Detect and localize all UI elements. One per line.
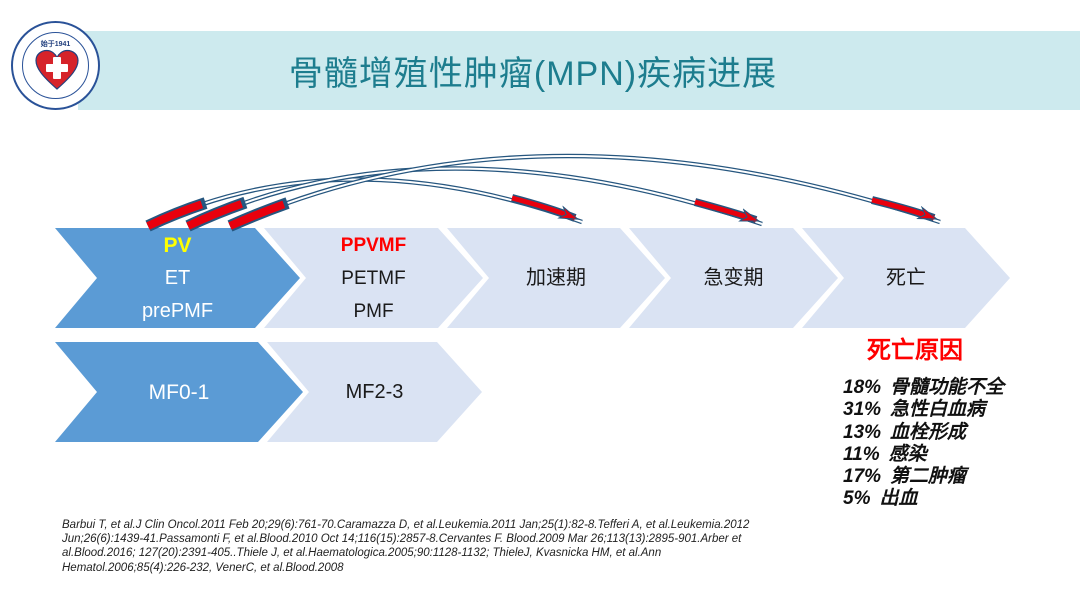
stage-label-et: ET	[164, 266, 191, 289]
cause-pct: 31%	[843, 399, 882, 421]
page-title: 骨髓增殖性肿瘤(MPN)疾病进展	[288, 55, 778, 93]
reference-line: al.Blood.2016; 127(20):2391-405..Thiele …	[62, 547, 662, 560]
reference-line: Barbui T, et al.J Clin Oncol.2011 Feb 20…	[62, 519, 750, 531]
cause-pct: 5%	[843, 488, 871, 510]
cause-label: 感染	[888, 443, 927, 465]
stage-label-prepmf: prePMF	[141, 299, 214, 322]
flow-arrow-stage-pv-et-prepmf: PV ET prePMF	[55, 228, 300, 328]
logo-banner-text: 始于1941	[40, 41, 71, 48]
stage-label-blast: 急变期	[703, 266, 764, 289]
death-cause-item: 5% 出血	[843, 488, 1004, 510]
stage-label-mf2-3: MF2-3	[345, 380, 404, 403]
arc-to-accelerated	[147, 177, 583, 229]
cause-label: 第二肿瘤	[890, 466, 967, 488]
stage-label-petmf: PETMF	[341, 267, 406, 289]
references: Barbui T, et al.J Clin Oncol.2011 Feb 20…	[62, 518, 782, 575]
logo-ring	[22, 32, 89, 99]
arc-to-blast	[187, 166, 763, 229]
death-cause-item: 17% 第二肿瘤	[843, 466, 1004, 488]
cause-label: 急性白血病	[890, 399, 986, 421]
cause-pct: 11%	[843, 443, 880, 465]
stage-label-pmf: PMF	[353, 300, 394, 322]
hospital-logo: 始于1941	[11, 21, 100, 110]
flow-arrow-stage-mf0-1: MF0-1	[55, 342, 303, 442]
cause-pct: 13%	[843, 421, 882, 443]
stage-label-pv: PV	[163, 233, 192, 257]
cause-label: 血栓形成	[890, 421, 967, 443]
arc-arrowheads	[510, 194, 934, 224]
stage-label-death: 死亡	[886, 266, 926, 289]
death-cause-item: 11% 感染	[843, 444, 1004, 466]
stage-label-mf0-1: MF0-1	[148, 380, 210, 404]
reference-line: Hematol.2006;85(4):226-232, VenerC, et a…	[62, 561, 344, 574]
cause-pct: 18%	[843, 377, 882, 398]
stage-label-ppvmf: PPVMF	[340, 234, 407, 256]
death-causes-title: 死亡原因	[867, 337, 963, 364]
death-cause-item: 18% 骨髓功能不全	[843, 377, 1004, 399]
death-cause-item: 31% 急性白血病	[843, 399, 1004, 421]
arc-to-death	[229, 153, 941, 229]
cause-label: 出血	[879, 488, 918, 510]
arc-tails	[145, 150, 942, 232]
heart-cross-icon	[35, 49, 79, 90]
title-bar: 骨髓增殖性肿瘤(MPN)疾病进展	[78, 31, 1080, 110]
stage-label-accelerated: 加速期	[526, 266, 586, 289]
death-cause-item: 13% 血栓形成	[843, 422, 1004, 444]
reference-line: Jun;26(6):1439-41.Passamonti F, et al.Bl…	[62, 533, 742, 546]
death-causes-list: 18% 骨髓功能不全 31% 急性白血病 13% 血栓形成 11% 感染 17% 第二肿瘤…	[843, 377, 1004, 511]
cause-pct: 17%	[843, 466, 882, 488]
cause-label: 骨髓功能不全	[890, 377, 1005, 398]
